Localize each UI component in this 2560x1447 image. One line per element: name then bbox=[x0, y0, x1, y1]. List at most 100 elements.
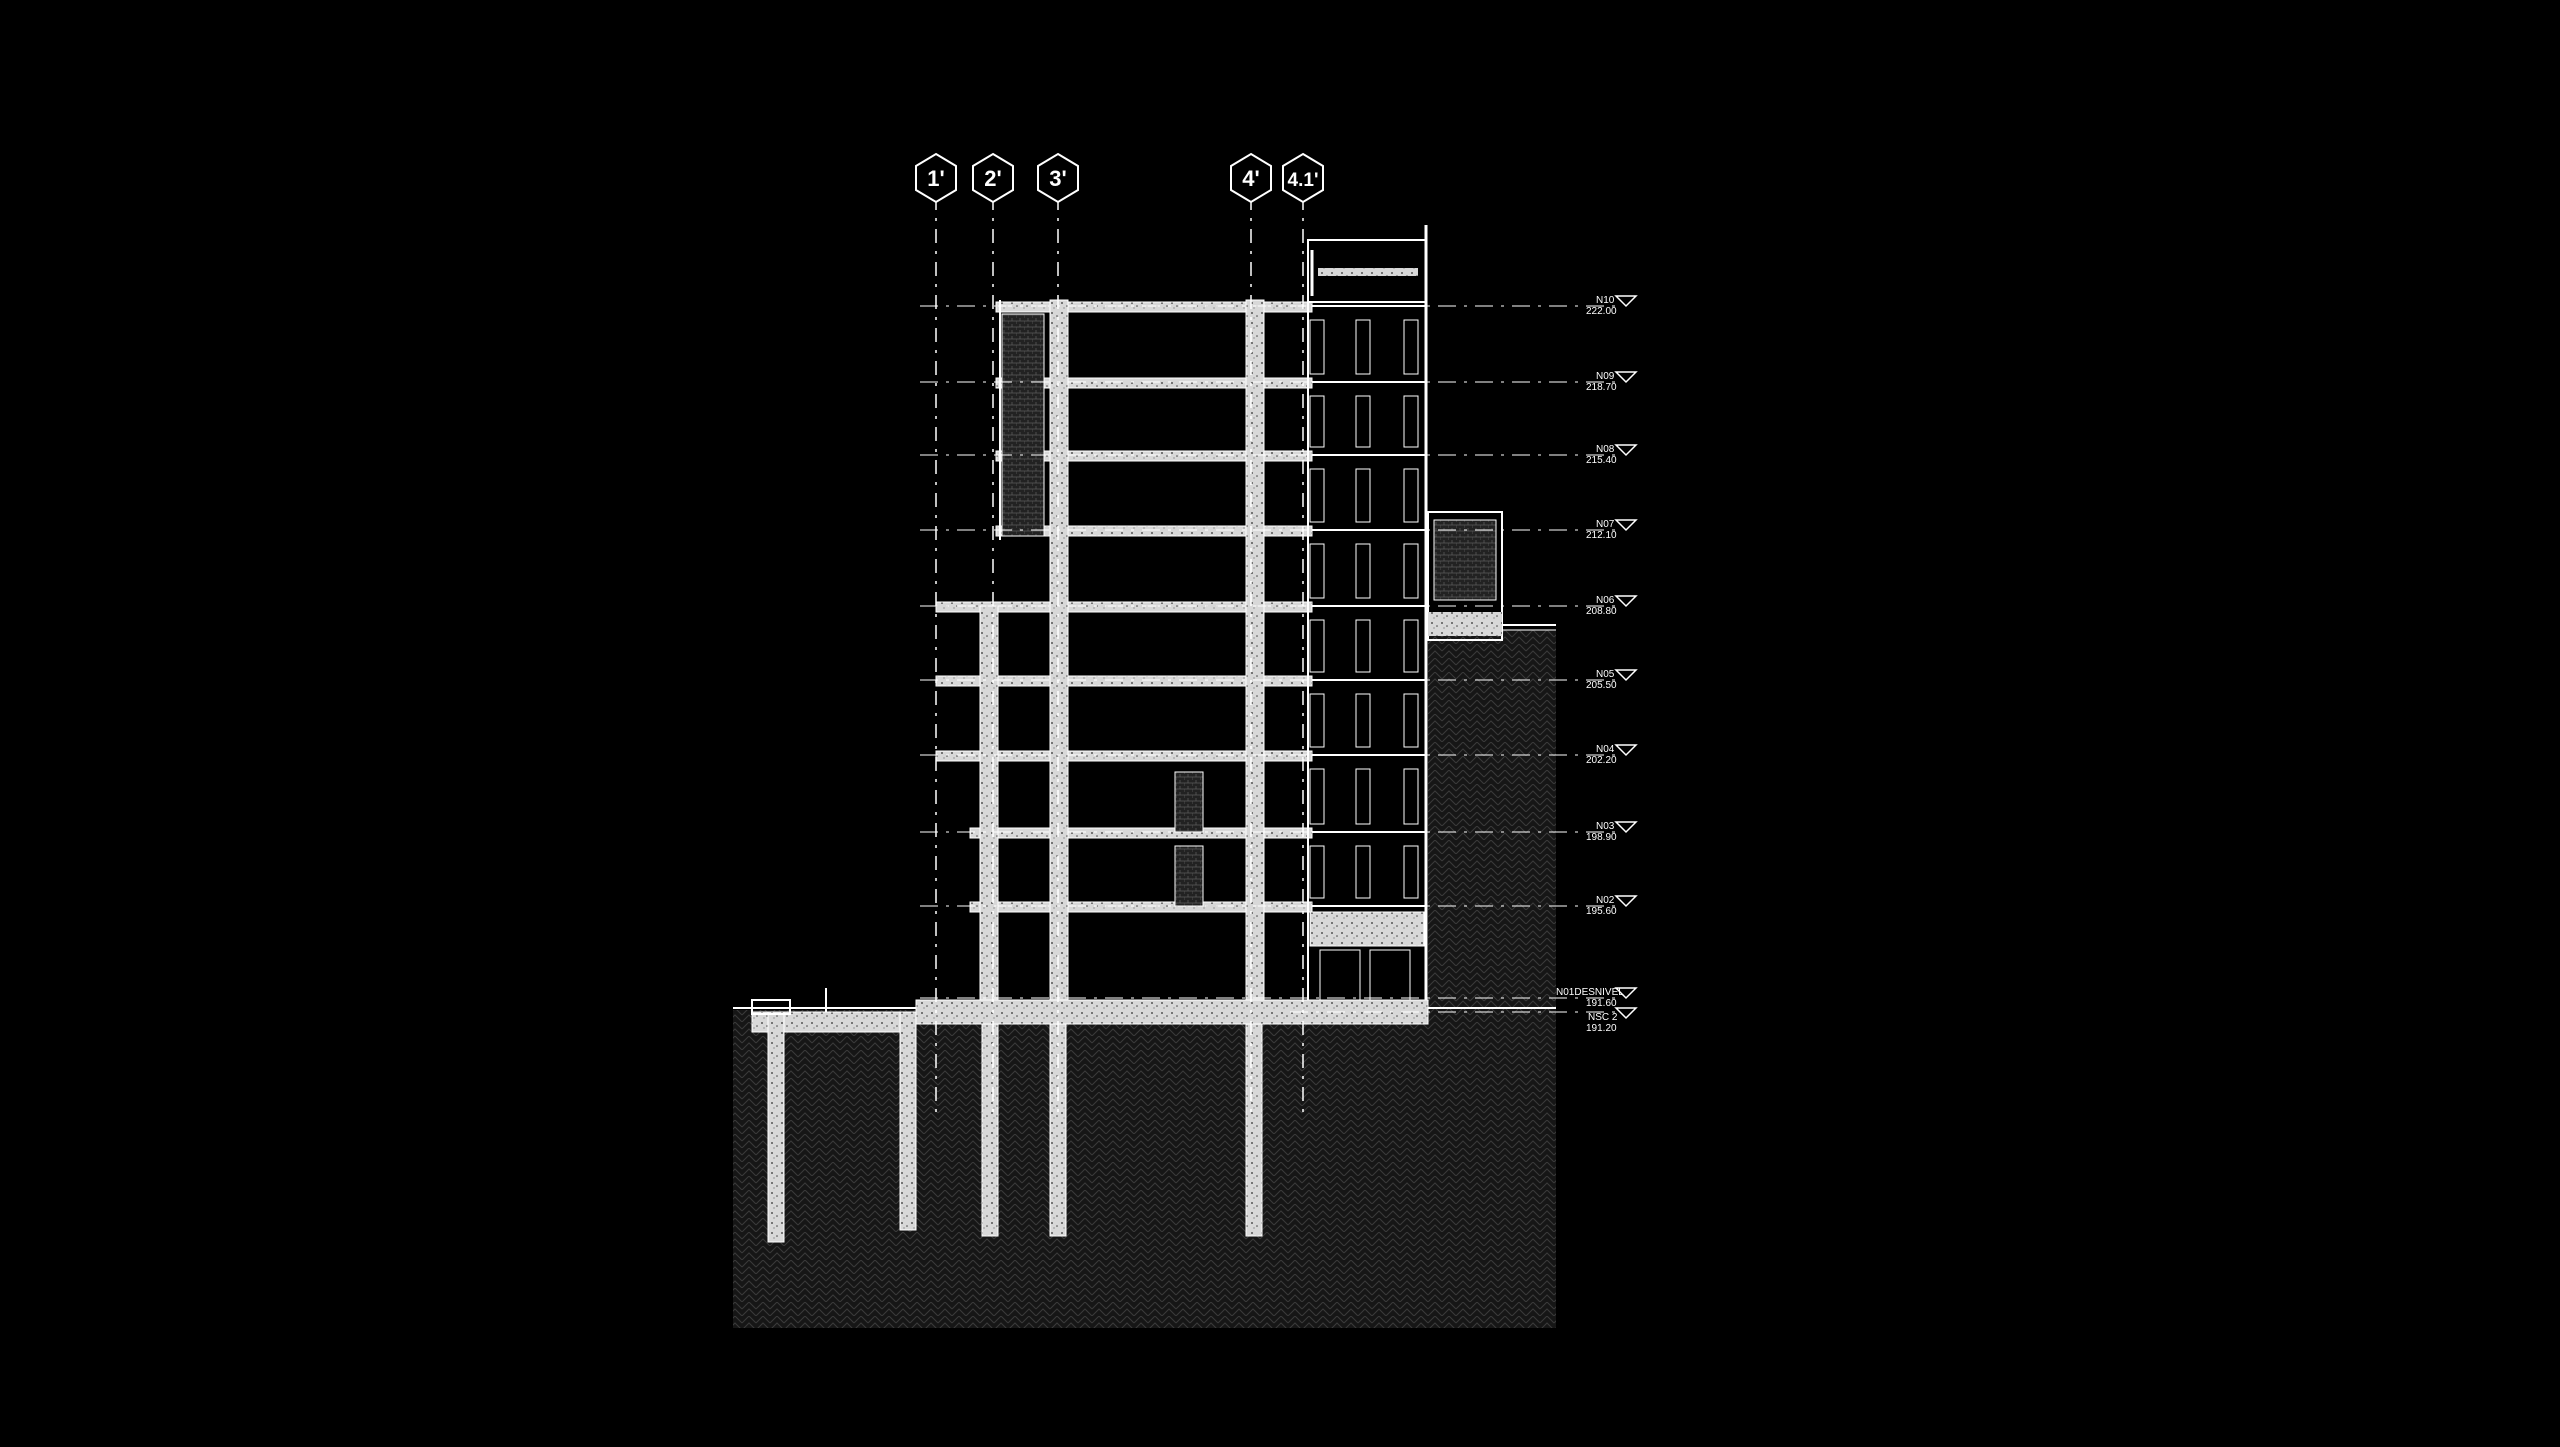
window-pane bbox=[1355, 845, 1371, 899]
level-elevation: 202.20 bbox=[1586, 755, 1617, 766]
balcony-glass bbox=[1433, 519, 1497, 601]
pile bbox=[1245, 1011, 1263, 1237]
level-triangle-icon bbox=[1614, 295, 1638, 308]
axis-label: 2' bbox=[984, 166, 1001, 191]
annex-parapet bbox=[751, 999, 791, 1015]
window-pane bbox=[1355, 319, 1371, 375]
axis-label: 1' bbox=[927, 166, 944, 191]
level-n02: N02 195.60 bbox=[920, 895, 1638, 917]
brick-wall-upper bbox=[1001, 313, 1045, 537]
soil-main bbox=[733, 1010, 1556, 1328]
roof-parapet bbox=[1307, 225, 1428, 1005]
balcony-box bbox=[1427, 511, 1556, 641]
level-elevation: 195.60 bbox=[1586, 906, 1617, 917]
level-name: N07 bbox=[1596, 519, 1615, 530]
level-elevation: 208.80 bbox=[1586, 606, 1617, 617]
column bbox=[979, 605, 999, 1007]
window-pane bbox=[1355, 543, 1371, 599]
window-pane bbox=[1403, 768, 1419, 825]
level-triangle-icon bbox=[1614, 987, 1638, 1000]
window-pane bbox=[1309, 693, 1325, 748]
foundation-piles bbox=[981, 1011, 1263, 1237]
window-pane bbox=[1403, 395, 1419, 448]
axis-label: 4' bbox=[1242, 166, 1259, 191]
axis-hexagon bbox=[1230, 152, 1272, 204]
window-pane bbox=[1403, 693, 1419, 748]
window-pane bbox=[1403, 319, 1419, 375]
axis-41: 4.1' bbox=[1282, 152, 1324, 1120]
level-name: N04 bbox=[1596, 744, 1615, 755]
lobby-slab bbox=[1309, 911, 1425, 947]
window-pane bbox=[1403, 543, 1419, 599]
window-pane bbox=[1355, 619, 1371, 673]
level-triangle-icon bbox=[1614, 444, 1638, 457]
column bbox=[1245, 299, 1265, 1007]
window-pane bbox=[1309, 768, 1325, 825]
window-pane bbox=[1309, 395, 1325, 448]
level-elevation: 222.00 bbox=[1586, 306, 1617, 317]
level-name: N03 bbox=[1596, 821, 1615, 832]
window-pane bbox=[1355, 395, 1371, 448]
level-nsc2: NSC 2 191.20 bbox=[1290, 1007, 1638, 1034]
roof-box bbox=[1307, 239, 1427, 303]
level-elevation: 205.50 bbox=[1586, 680, 1617, 691]
level-triangle-icon bbox=[1614, 371, 1638, 384]
facade-windows bbox=[1309, 319, 1425, 1001]
axis-label: 4.1' bbox=[1288, 170, 1319, 191]
level-elevation: 212.10 bbox=[1586, 530, 1617, 541]
level-n07: N07 212.10 bbox=[920, 519, 1638, 541]
entrance-door bbox=[1369, 949, 1411, 1001]
window-pane bbox=[1309, 619, 1325, 673]
window-pane bbox=[1309, 543, 1325, 599]
roof-slab bbox=[1318, 268, 1418, 276]
level-triangle-icon bbox=[1614, 1007, 1638, 1020]
level-n09: N09 218.70 bbox=[920, 371, 1638, 393]
level-triangle-icon bbox=[1614, 669, 1638, 682]
annex-wall bbox=[767, 1011, 785, 1243]
level-name: NSC 2 bbox=[1588, 1012, 1618, 1023]
axis-hexagon bbox=[972, 152, 1014, 204]
axis-3: 3' bbox=[1037, 152, 1079, 1120]
balcony-slab bbox=[1428, 612, 1502, 636]
level-triangle-icon bbox=[1614, 519, 1638, 532]
window-pane bbox=[1309, 319, 1325, 375]
level-n08: N08 215.40 bbox=[920, 444, 1638, 466]
level-triangle-icon bbox=[1614, 895, 1638, 908]
window-pane bbox=[1309, 468, 1325, 523]
annex-wall-2 bbox=[899, 1011, 917, 1231]
level-n03: N03 198.90 bbox=[920, 821, 1638, 843]
axis-hexagon bbox=[1282, 152, 1324, 204]
grid-axes: 1' 2' 3' 4' 4.1' bbox=[915, 152, 1324, 1120]
level-elevation: 191.20 bbox=[1586, 1023, 1617, 1034]
window-pane bbox=[1403, 845, 1419, 899]
level-name: N06 bbox=[1596, 595, 1615, 606]
level-n06: N06 208.80 bbox=[920, 595, 1638, 617]
window-pane bbox=[1403, 619, 1419, 673]
level-markers: N10 222.00 N09 218.70 N08 215.40 N07 212… bbox=[920, 295, 1638, 1034]
level-name: N01DESNIVEL bbox=[1556, 987, 1624, 998]
left-annex bbox=[751, 988, 917, 1243]
brick-wall-mid-2 bbox=[1174, 845, 1204, 907]
level-elevation: 218.70 bbox=[1586, 382, 1617, 393]
entrance-door bbox=[1319, 949, 1361, 1001]
axis-4: 4' bbox=[1230, 152, 1272, 1120]
balcony-frame bbox=[1427, 511, 1503, 641]
brick-wall-mid-1 bbox=[1174, 771, 1204, 833]
level-n10: N10 222.00 bbox=[920, 295, 1638, 317]
level-elevation: 215.40 bbox=[1586, 455, 1617, 466]
floor-slab bbox=[995, 301, 1313, 313]
axis-hexagon bbox=[915, 152, 957, 204]
window-pane bbox=[1355, 693, 1371, 748]
level-name: N05 bbox=[1596, 669, 1615, 680]
level-name: N08 bbox=[1596, 444, 1615, 455]
axis-1: 1' bbox=[915, 152, 957, 1120]
window-pane bbox=[1309, 845, 1325, 899]
level-triangle-icon bbox=[1614, 821, 1638, 834]
level-n05: N05 205.50 bbox=[920, 669, 1638, 691]
axis-hexagon bbox=[1037, 152, 1079, 204]
ground bbox=[733, 630, 1556, 1328]
pile bbox=[981, 1011, 999, 1237]
window-pane bbox=[1403, 468, 1419, 523]
